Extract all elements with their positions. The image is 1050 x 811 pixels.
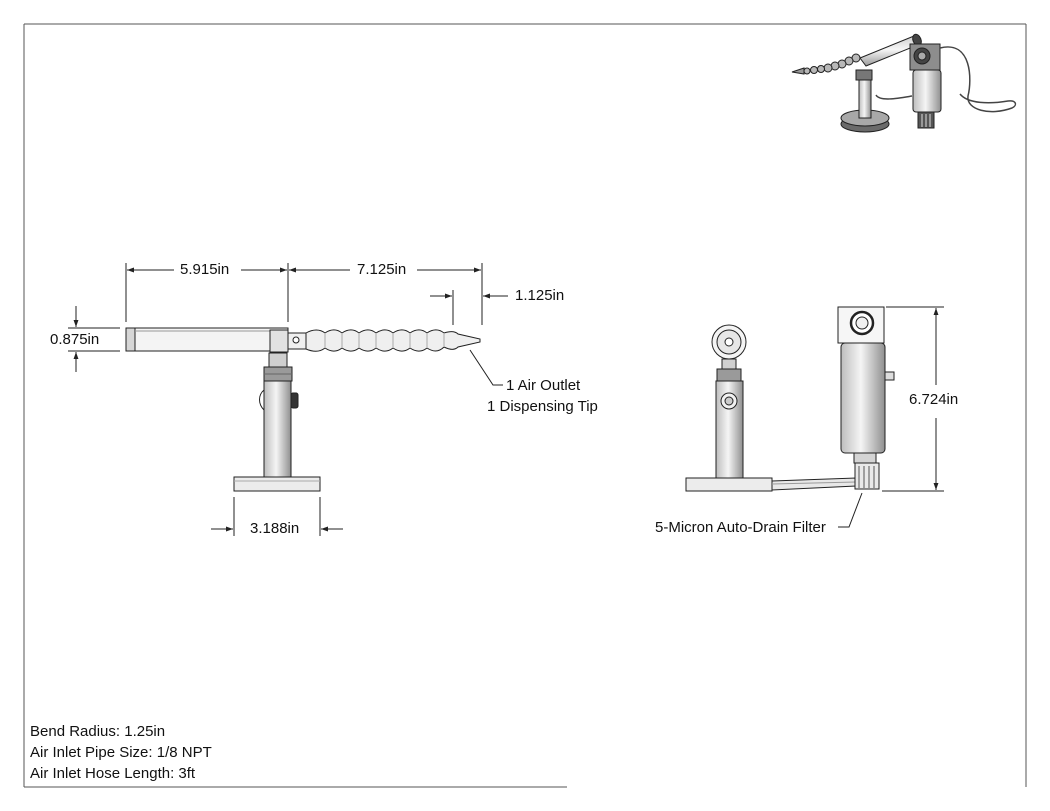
spec-notes: Bend Radius: 1.25in Air Inlet Pipe Size:…	[30, 721, 212, 784]
dim-tip-length: 1.125in	[515, 287, 565, 304]
dimension-lines-front	[838, 306, 944, 528]
dim-bar-diameter: 0.875in	[50, 331, 100, 348]
callout-dispensing-tip: 1 Dispensing Tip	[487, 398, 598, 415]
set-screw-knob	[290, 392, 299, 409]
callout-air-outlet: 1 Air Outlet	[506, 377, 581, 394]
filter-bowl	[840, 342, 886, 454]
swivel-block	[269, 329, 289, 353]
dim-bar-length: 5.915in	[180, 261, 230, 278]
note-inlet-hose-length: Air Inlet Hose Length: 3ft	[30, 765, 196, 782]
dim-base-diameter: 3.188in	[250, 520, 300, 537]
isometric-thumbnail	[791, 33, 1017, 133]
dim-filter-height: 6.724in	[909, 391, 959, 408]
stand-post	[263, 380, 292, 478]
callout-filter: 5-Micron Auto-Drain Filter	[655, 519, 826, 536]
dim-hose-length: 7.125in	[357, 261, 407, 278]
dimension-lines-side	[68, 263, 508, 536]
sheet-border	[23, 23, 1027, 788]
note-inlet-pipe-size: Air Inlet Pipe Size: 1/8 NPT	[30, 744, 212, 761]
magnetic-base-front	[685, 477, 773, 492]
side-view	[125, 327, 481, 492]
magnetic-base	[233, 476, 321, 492]
front-view: OD	[685, 306, 895, 492]
note-bend-radius: Bend Radius: 1.25in	[30, 723, 166, 740]
